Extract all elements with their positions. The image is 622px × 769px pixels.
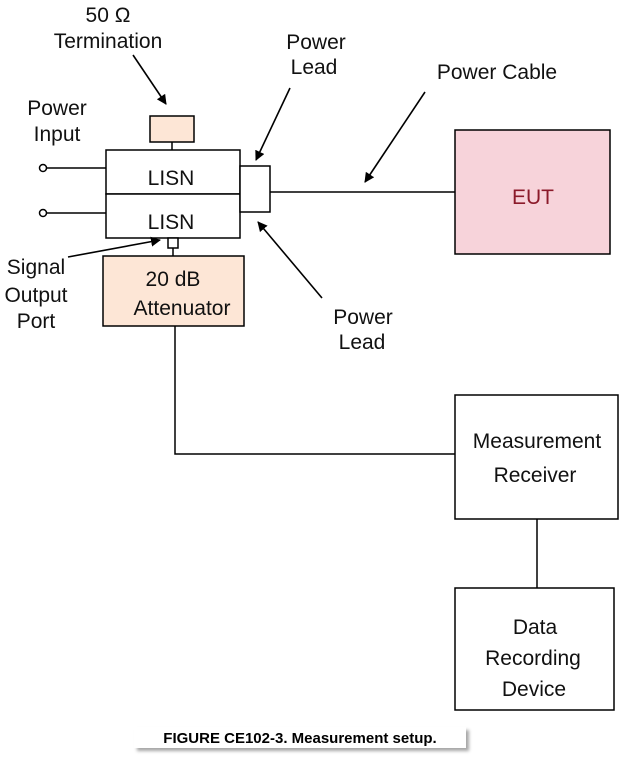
recorder-label-line2: Recording	[485, 647, 581, 670]
measurement-receiver-block	[454, 394, 619, 520]
power-input-label-line2: Input	[34, 123, 81, 146]
signal-port-arrow	[67, 236, 161, 258]
signal-port-label-line2: Output	[4, 284, 67, 307]
figure-caption: FIGURE CE102-3. Measurement setup.	[163, 730, 436, 747]
termination-block	[149, 115, 195, 143]
caption-panel	[134, 727, 466, 748]
attenuator-to-receiver-cable	[174, 326, 455, 455]
attenuator-label-line2: Attenuator	[134, 297, 231, 320]
termination-label-line2: Termination	[54, 30, 163, 53]
power-input-terminal-top	[38, 163, 48, 173]
recorder-label-line3: Device	[502, 678, 566, 701]
signal-port-label-line1: Signal	[7, 256, 65, 279]
power-lead-bottom-label-line2: Lead	[339, 331, 386, 354]
eut-block	[454, 129, 611, 255]
lisn-bottom-block	[105, 193, 241, 239]
attenuator-label-line1: 20 dB	[146, 268, 201, 291]
recorder-label-line1: Data	[513, 616, 558, 639]
lisn-top-label: LISN	[148, 167, 195, 190]
signal-output-port	[167, 237, 179, 249]
termination-label-line1: 50 Ω	[86, 4, 131, 27]
data-recording-device-block	[454, 587, 615, 711]
power-lead-top-arrow	[255, 87, 291, 161]
receiver-label-line2: Receiver	[494, 464, 577, 487]
power-lead-top-label-line1: Power	[286, 31, 346, 54]
power-lead-bottom-arrow	[257, 221, 323, 299]
eut-label: EUT	[512, 186, 554, 209]
attenuator-block	[102, 255, 245, 327]
signal-port-label-line3: Port	[17, 310, 56, 333]
power-cable-label: Power Cable	[437, 61, 557, 84]
termination-arrow	[132, 54, 167, 105]
lisn-bottom-label: LISN	[148, 211, 195, 234]
power-input-label-line1: Power	[27, 97, 87, 120]
power-cable-arrow	[364, 91, 426, 183]
power-lead-top-label-line2: Lead	[291, 56, 338, 79]
power-lead-connector	[239, 165, 271, 213]
power-lead-bottom-label-line1: Power	[333, 306, 393, 329]
receiver-label-line1: Measurement	[473, 430, 602, 453]
power-input-terminal-bottom	[38, 208, 48, 218]
